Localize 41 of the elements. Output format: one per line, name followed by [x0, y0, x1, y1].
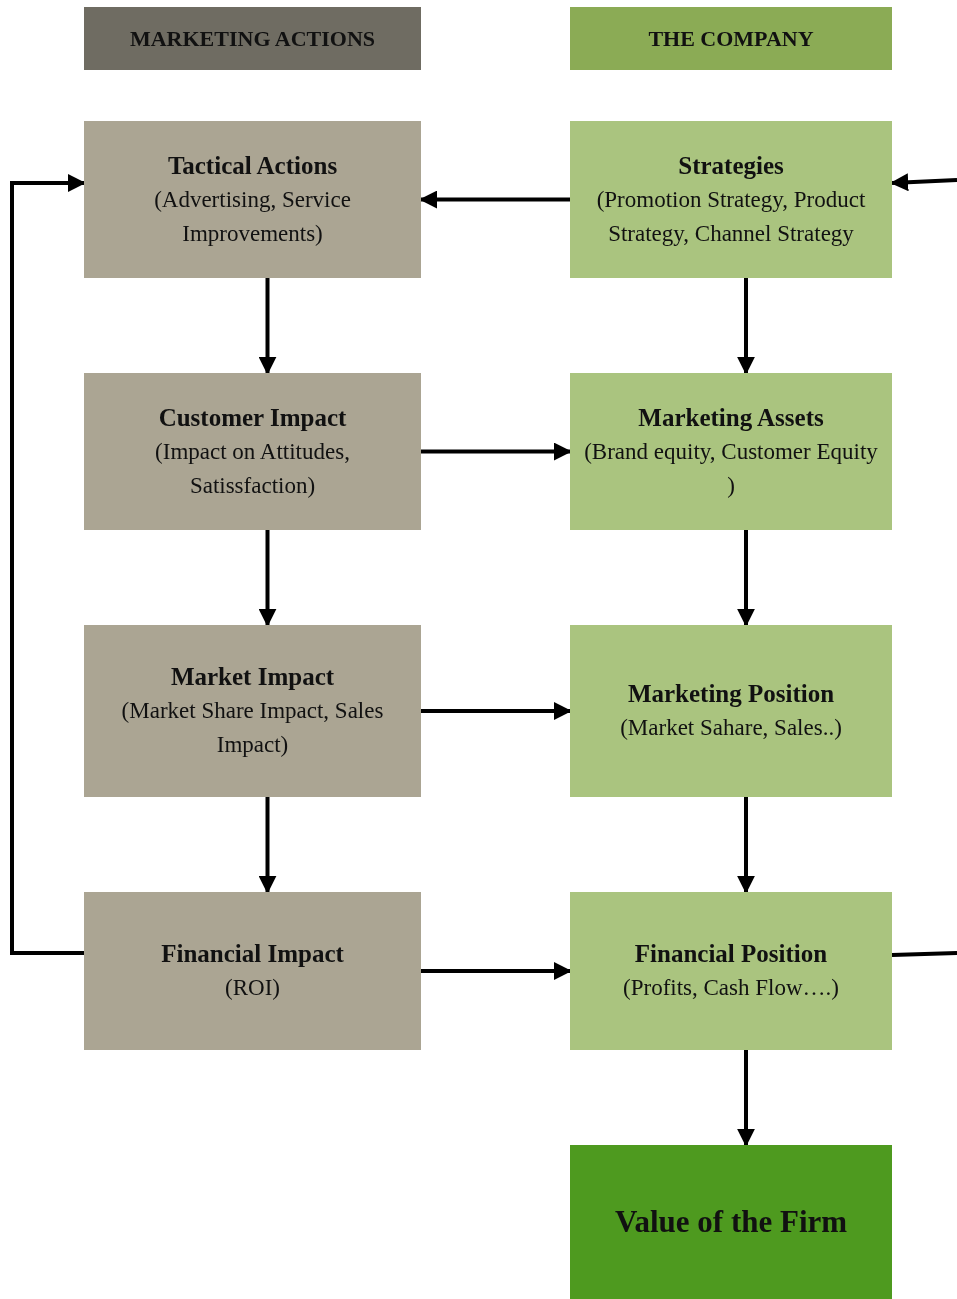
box-title: THE COMPANY: [648, 24, 814, 53]
box-title: MARKETING ACTIONS: [129, 24, 376, 53]
process-box: [84, 892, 421, 1050]
box-description: (Promotion Strategy, Product Strategy, Channel Strategy: [595, 185, 867, 248]
box-title: Tactical Actions: [167, 150, 338, 181]
box-description: (ROI): [225, 974, 280, 1002]
arrow: [737, 797, 755, 894]
column-header: [84, 7, 421, 70]
box-description: (Brand equity, Customer Equity ): [584, 437, 878, 500]
box-description: (Market Share Impact, Sales Impact): [120, 697, 385, 759]
column-header: [570, 7, 892, 70]
result-box: [570, 1145, 892, 1299]
box-title: Value of the Firm: [614, 1205, 848, 1239]
process-box: [570, 373, 892, 530]
box-description: (Advertising, Service Improvements): [153, 185, 352, 248]
process-box: [84, 625, 421, 797]
box-title: Market Impact: [170, 662, 335, 692]
process-box: [570, 625, 892, 797]
arrow: [258, 530, 277, 627]
arrow: [737, 278, 755, 375]
box-title: Strategies: [678, 150, 784, 181]
arrow: [10, 174, 86, 955]
process-box: [84, 121, 421, 278]
box-description: (Market Sahare, Sales..): [620, 714, 842, 742]
box-title: Marketing Assets: [638, 402, 824, 433]
arrow: [421, 702, 572, 720]
process-box: [570, 892, 892, 1050]
arrow: [421, 962, 572, 980]
arrow: [737, 1050, 755, 1147]
box-title: Marketing Position: [627, 679, 835, 709]
process-box: [84, 373, 421, 530]
arrow: [258, 278, 277, 375]
box-title: Customer Impact: [158, 402, 347, 433]
box-description: (Profits, Cash Flow….): [623, 974, 839, 1002]
arrow: [737, 530, 755, 627]
box-title: Financial Position: [634, 939, 828, 969]
box-title: Financial Impact: [161, 939, 344, 969]
box-description: (Impact on Attitudes, Satissfaction): [154, 437, 351, 500]
process-box: [570, 121, 892, 278]
arrow: [258, 797, 277, 894]
arrow: [421, 442, 572, 461]
